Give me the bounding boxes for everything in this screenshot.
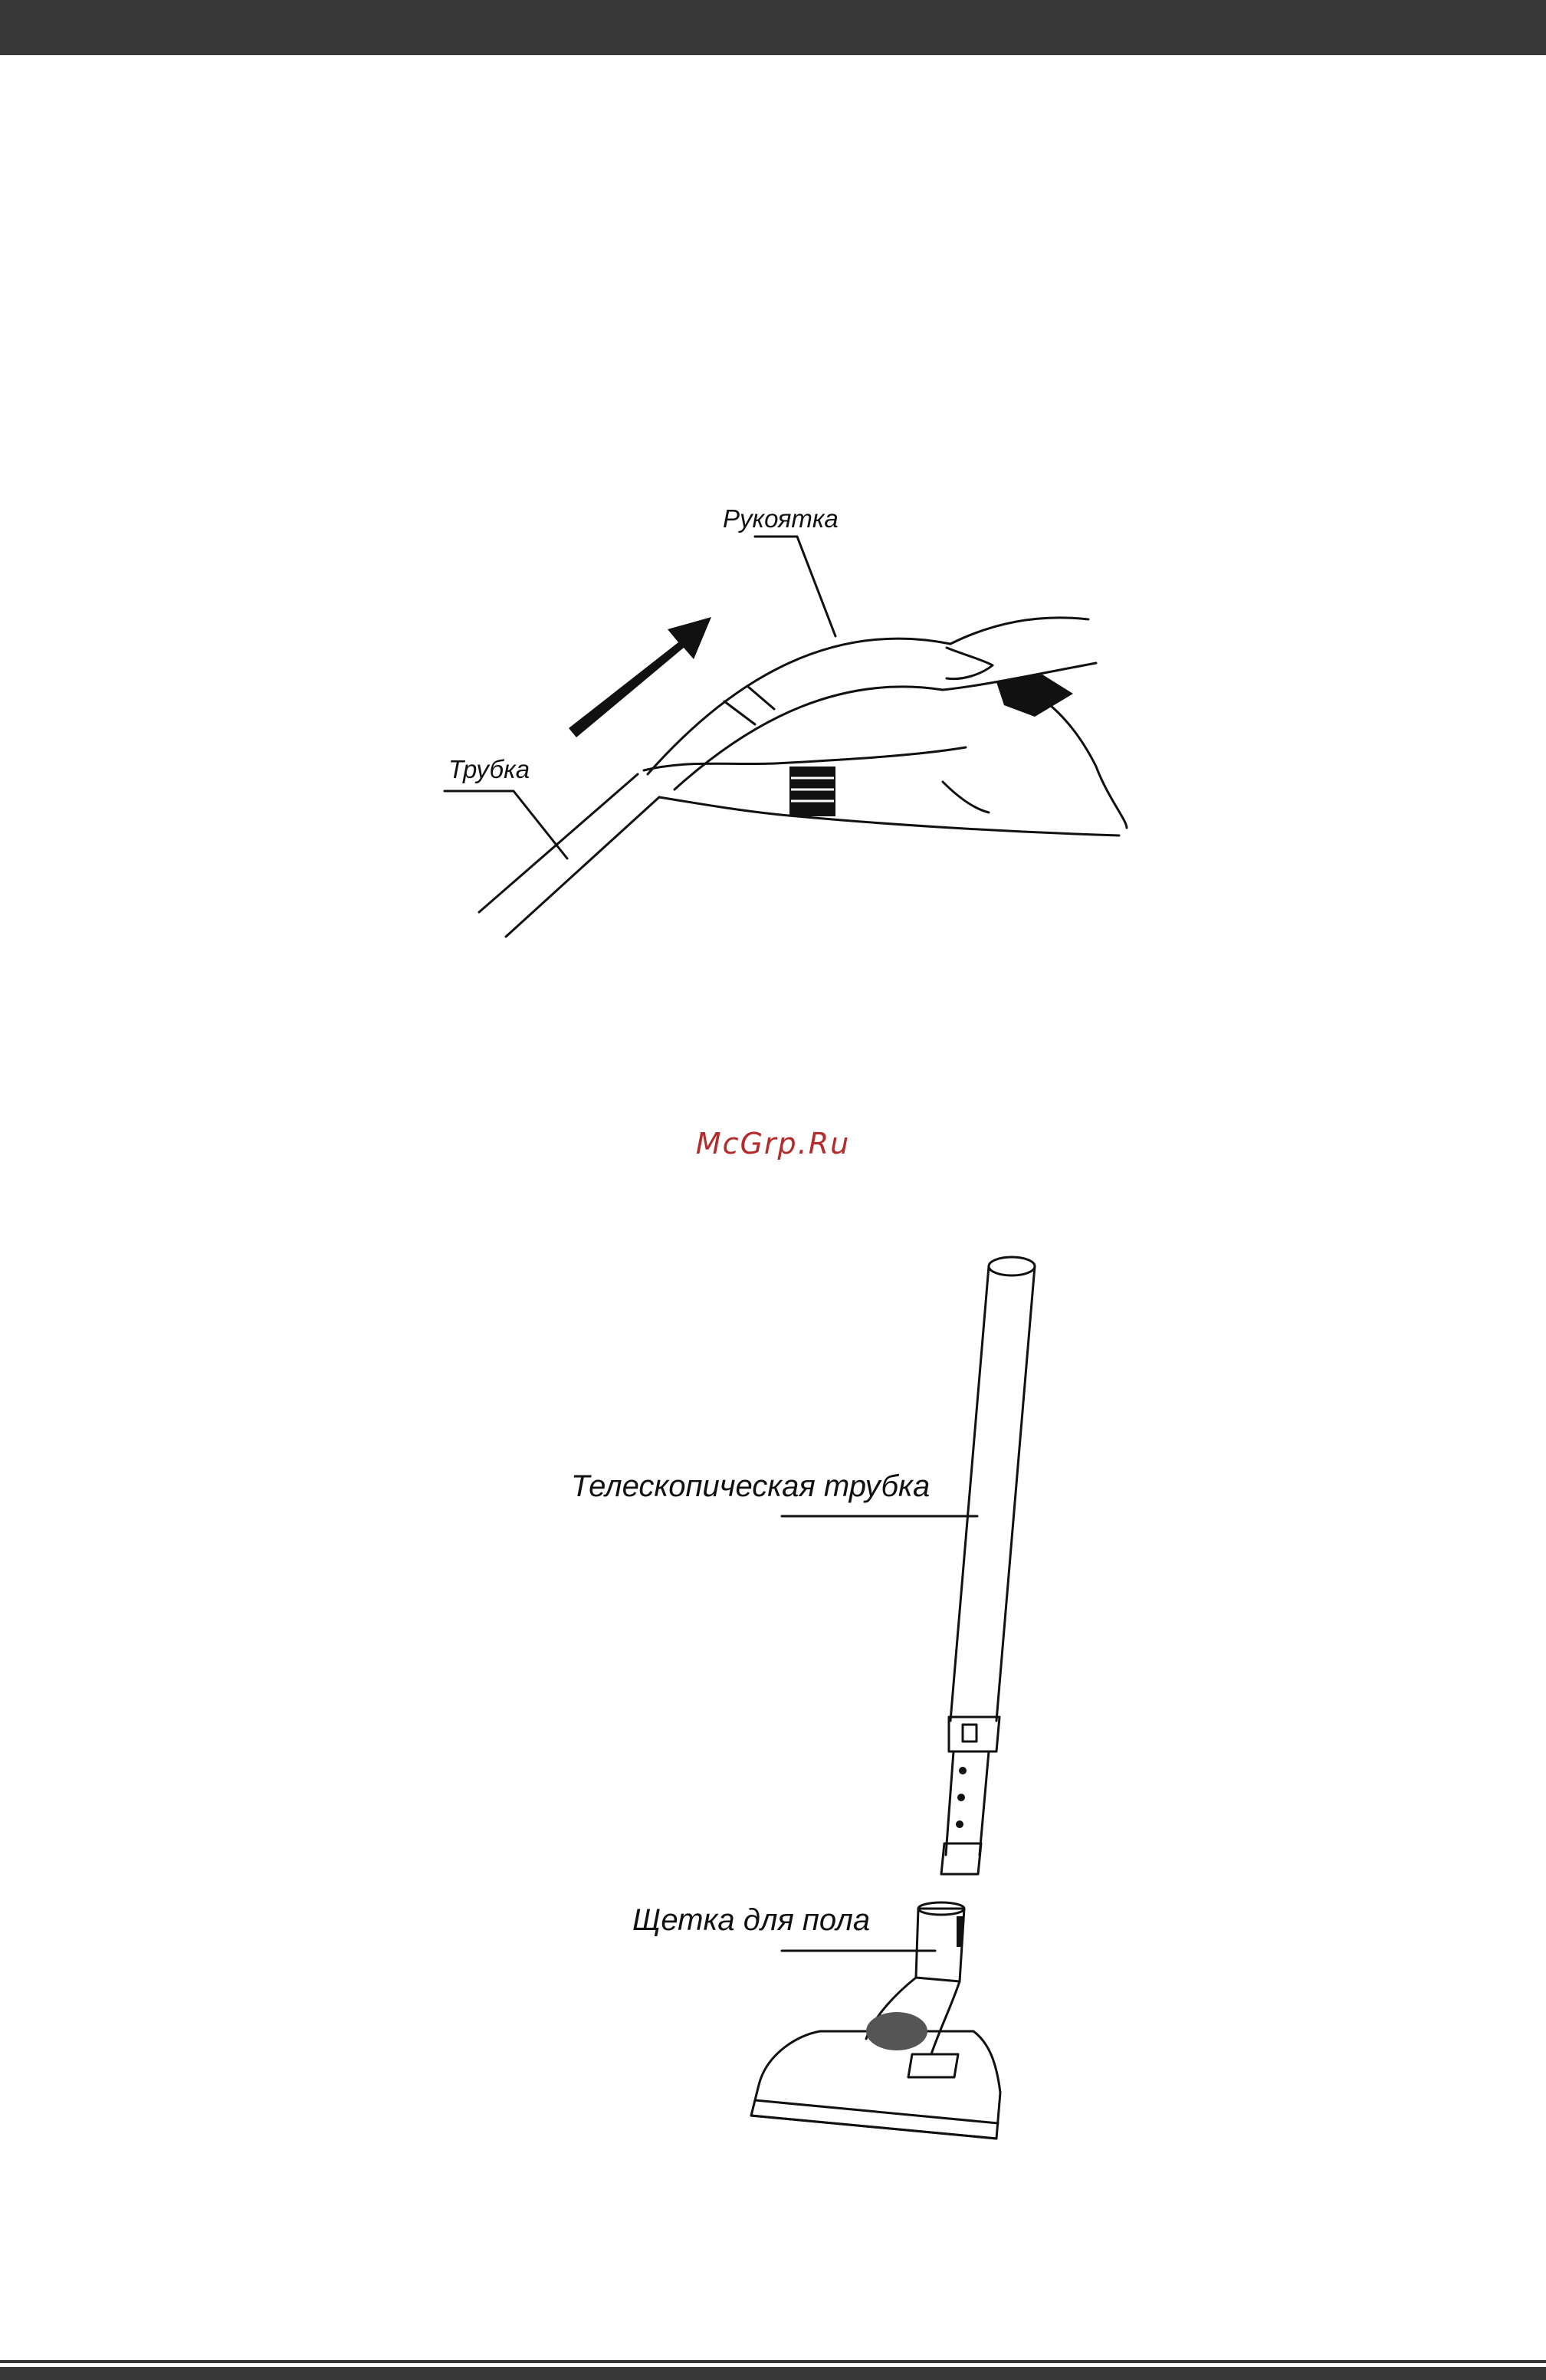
handle-label: Рукоятка: [723, 504, 839, 533]
handle-tube-illustration: [0, 460, 1546, 981]
watermark-text: McGrp.Ru: [0, 1127, 1546, 1160]
top-bar: [0, 0, 1546, 55]
bottom-rule-thin: [0, 2360, 1546, 2363]
floor-brush-label: Щетка для пола: [632, 1903, 870, 1938]
bottom-bar: [0, 2367, 1546, 2380]
telescopic-tube-brush-illustration: [0, 1242, 1546, 2162]
direction-arrow: [569, 617, 711, 737]
tube-label: Трубка: [448, 755, 530, 784]
telescopic-tube-label: Телескопическая трубка: [571, 1469, 930, 1504]
